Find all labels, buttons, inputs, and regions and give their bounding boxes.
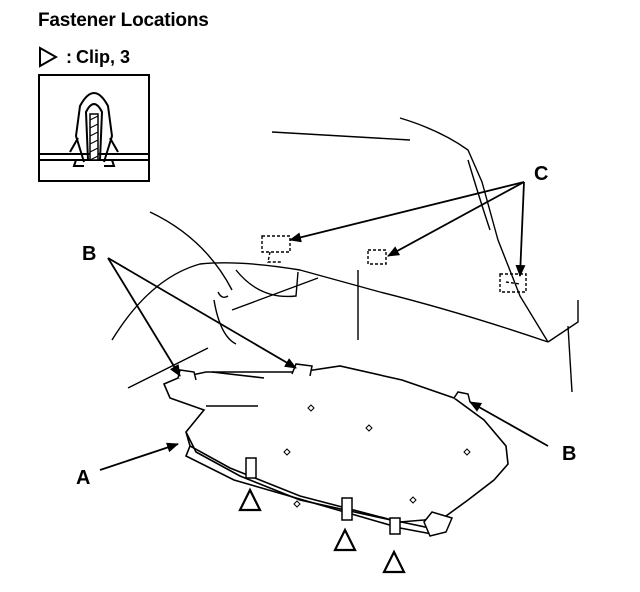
clip-triangle-icon [333,527,357,552]
legend-separator: : [66,46,72,67]
clip-triangle-markers [238,487,406,574]
clip-triangle-icon [238,487,262,512]
clip-tabs-bottom [245,457,454,537]
legend: : Clip, 3 [38,46,130,68]
callout-label-b-right: B [562,443,576,465]
hidden-clip-locations [261,235,527,293]
panel-surface-marks [283,404,471,508]
undercover-panel [162,365,509,535]
callout-label-c: C [534,163,548,185]
clip-triangle-icon [382,549,406,574]
page-title: Fastener Locations [38,10,209,31]
callout-label-a: A [76,467,90,489]
clip-triangle-icon [39,46,58,68]
leader-arrows [99,181,549,471]
vehicle-body-outline [111,117,579,393]
callout-label-b-left: B [82,243,96,265]
clip-tabs-b [177,363,471,403]
clip-detail-inset [38,74,150,182]
legend-text: Clip, 3 [76,46,131,67]
clip-cross-section [40,92,148,167]
